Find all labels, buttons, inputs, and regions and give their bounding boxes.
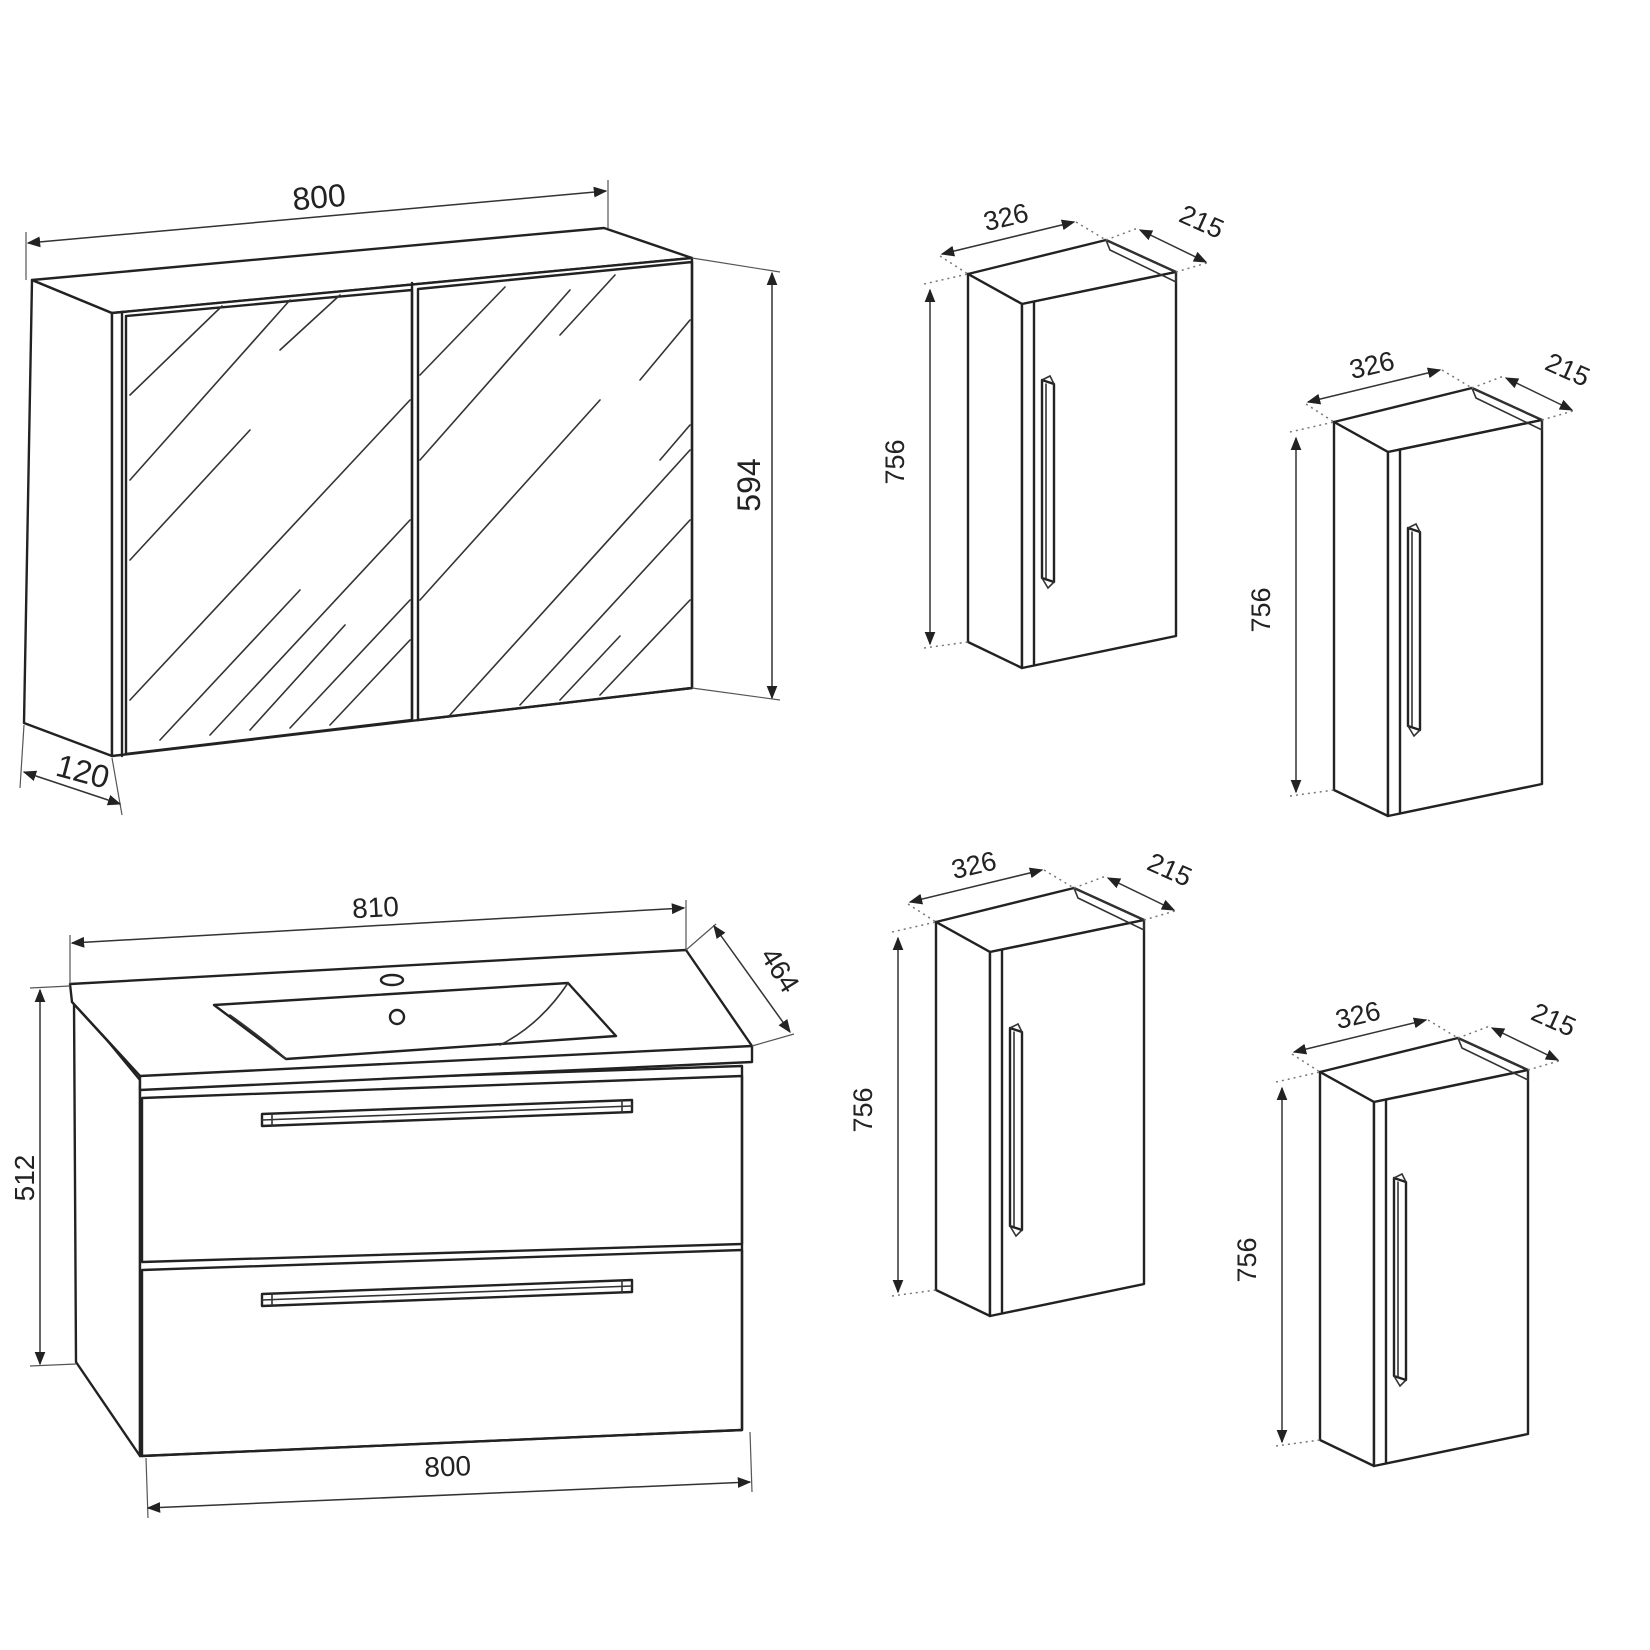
vanity-left-side: [72, 998, 142, 1458]
tall-cabinet-width-dimension-line: [940, 219, 1076, 257]
vanity-basin: [212, 981, 618, 1061]
tall-cabinet: 326 215 756: [880, 198, 1228, 670]
tall-cabinet-side: [1332, 420, 1390, 818]
vanity-tap-hole: [379, 973, 405, 987]
tall-cabinet-depth-label: 215: [1175, 199, 1228, 245]
vanity-height-label: 512: [9, 1155, 40, 1202]
mirror-cabinet: 800 594 120: [19, 177, 781, 816]
tall-cabinet-depth-dimension-line: [1504, 377, 1574, 411]
tall-cabinet-depth-label: 215: [1527, 997, 1580, 1043]
tall-cabinet-depth-dimension-line: [1106, 877, 1176, 911]
tall-cabinet-side: [966, 272, 1024, 670]
tall-cabinet-depth-label: 215: [1541, 347, 1594, 393]
vanity-bottom-width-label: 800: [424, 1450, 472, 1483]
tall-cabinet-height-label: 756: [880, 439, 910, 484]
tall-cabinet-depth-dimension-line: [1138, 229, 1208, 263]
tall-cabinet: 326 215 756: [1246, 346, 1594, 818]
mirror-reflection-lines-left: [129, 294, 411, 741]
tall-cabinet-width-label: 326: [1347, 346, 1398, 385]
tall-cabinet: 326 215 756: [848, 846, 1196, 1318]
tall-cabinet-door: [1386, 418, 1544, 818]
vanity-top-width-dimension-line: [70, 903, 686, 948]
tall-cabinet-width-label: 326: [1333, 996, 1384, 1035]
tall-cabinet-width-label: 326: [949, 846, 1000, 885]
tall-cabinet-height-label: 756: [1246, 587, 1276, 632]
vanity-unit: 810 464 512 800: [9, 891, 806, 1519]
tall-cabinet-height-label: 756: [1232, 1237, 1262, 1282]
mirror-depth-label: 120: [52, 747, 113, 796]
mirror-depth-dimension-line: [22, 770, 122, 806]
tall-cabinet-door: [1372, 1068, 1530, 1468]
tall-cabinet-door: [1020, 270, 1178, 670]
tall-cabinet-width-dimension-line: [1292, 1017, 1428, 1055]
tall-cabinet-door: [988, 918, 1146, 1318]
tall-cabinet-side: [934, 920, 992, 1318]
vanity-drawer-top: [140, 1074, 744, 1264]
vanity-depth-label: 464: [755, 942, 806, 998]
tall-cabinet-handle: [1040, 374, 1056, 590]
mirror-width-dimension-line: [26, 186, 608, 248]
tall-cabinet-depth-label: 215: [1143, 847, 1196, 893]
vanity-drawer-bottom: [140, 1248, 744, 1458]
mirror-cabinet-front: [110, 256, 694, 758]
tall-cabinet: 326 215 756: [1232, 996, 1580, 1468]
vanity-bottom-width-dimension-line: [146, 1477, 752, 1513]
mirror-height-label: 594: [731, 458, 767, 511]
vanity-drain: [388, 1008, 406, 1026]
vanity-drawer-handle-bottom: [260, 1278, 634, 1308]
tall-cabinet-handle: [1008, 1022, 1024, 1238]
vanity-depth-dimension-line: [713, 924, 791, 1034]
vanity-drawer-handle-top: [260, 1098, 634, 1128]
mirror-reflection-lines-right: [419, 274, 691, 716]
vanity-top-width-label: 810: [351, 891, 399, 924]
tall-cabinet-side: [1318, 1070, 1376, 1468]
tall-cabinet-height-label: 756: [848, 1087, 878, 1132]
mirror-width-label: 800: [291, 177, 347, 218]
tall-cabinet-handle: [1406, 522, 1422, 738]
mirror-cabinet-left-side: [22, 278, 114, 758]
tall-cabinet-handle: [1392, 1172, 1408, 1388]
tall-cabinet-width-dimension-line: [908, 867, 1044, 905]
tall-cabinet-width-dimension-line: [1306, 367, 1442, 405]
tall-cabinet-width-label: 326: [981, 198, 1032, 237]
tall-cabinet-depth-dimension-line: [1490, 1027, 1560, 1061]
tall-cabinets-group: 326 215 756 326 215 756 326 215 756 326 215 756: [848, 198, 1594, 1468]
